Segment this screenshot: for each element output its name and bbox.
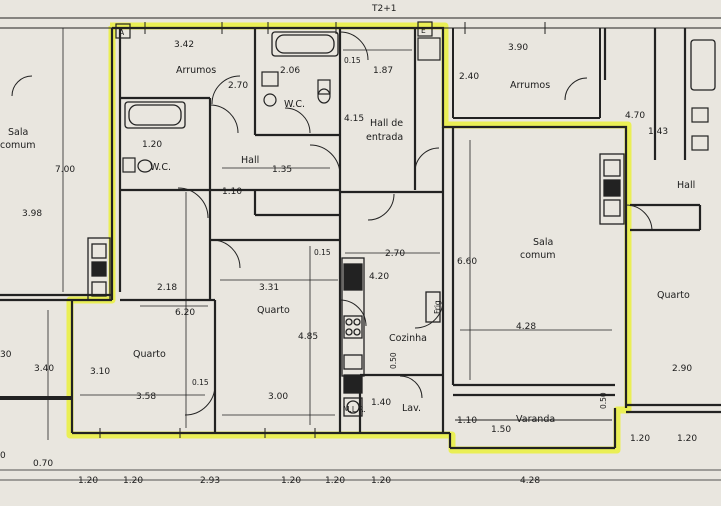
dim-358: 3.58 <box>136 392 156 402</box>
dim-340: 3.40 <box>34 364 54 374</box>
dim-660: 6.60 <box>457 257 477 267</box>
bottom-dim-120c: 1.20 <box>281 476 301 486</box>
room-hall-entrada-2: entrada <box>366 132 403 143</box>
dim-270b: 2.70 <box>385 249 405 259</box>
door-swings <box>11 31 653 416</box>
dim-290: 2.90 <box>672 364 692 374</box>
dim-700: 7.00 <box>55 165 75 175</box>
room-wc-top: W.C. <box>284 99 305 110</box>
dim-218: 2.18 <box>157 283 177 293</box>
dim-485: 4.85 <box>298 332 318 342</box>
room-hall-center: Hall <box>241 155 259 166</box>
room-sala-left-1: Sala <box>8 127 28 138</box>
toilet-top-icon <box>261 71 331 107</box>
dim-120c: 1.20 <box>677 434 697 444</box>
dim-050a: 0.50 <box>389 352 398 369</box>
bottom-dim-120b: 1.20 <box>123 476 143 486</box>
dim-206: 2.06 <box>280 66 300 76</box>
room-hall-right: Hall <box>677 180 695 191</box>
bottom-dim-120d: 1.20 <box>325 476 345 486</box>
dim-398: 3.98 <box>22 209 42 219</box>
dim-420: 4.20 <box>369 272 389 282</box>
dim-310: 3.10 <box>90 367 110 377</box>
walls <box>0 17 721 450</box>
dim-187: 1.87 <box>373 66 393 76</box>
dimension-lines <box>0 28 721 481</box>
toilet-left-icon <box>122 157 153 173</box>
room-lav: Lav. <box>402 403 421 414</box>
sinks-right-icon <box>691 107 709 151</box>
dim-415: 4.15 <box>344 114 364 124</box>
dim-150: 1.50 <box>491 425 511 435</box>
kitchen-counter <box>341 257 441 417</box>
dim-140: 1.40 <box>371 398 391 408</box>
chimney-right-icon <box>599 153 625 225</box>
plan-title: T2+1 <box>371 4 397 14</box>
room-sala-left-2: comum <box>0 140 36 151</box>
dim-070: 0.70 <box>33 459 53 469</box>
room-hall-entrada-1: Hall de <box>370 118 403 129</box>
dim-428a: 4.28 <box>516 322 536 332</box>
dim-120b: 1.20 <box>630 434 650 444</box>
chimney-left-icon <box>87 237 111 301</box>
dim-143: 1.43 <box>648 127 668 137</box>
dim-342: 3.42 <box>174 40 194 50</box>
dim-110a: 1.10 <box>222 187 242 197</box>
dim-050b: 0.50 <box>599 392 608 409</box>
label-mlr: M.L.R. <box>343 405 366 414</box>
marker-a: A <box>119 28 125 37</box>
dim-135: 1.35 <box>272 165 292 175</box>
bathtub-top <box>271 31 339 57</box>
room-quarto-left: Quarto <box>133 349 166 360</box>
dim-030: 30 <box>0 350 12 360</box>
section-markers <box>115 21 441 61</box>
room-wc-left: W.C. <box>150 162 171 173</box>
bathtub-right <box>690 39 716 91</box>
dim-390: 3.90 <box>508 43 528 53</box>
dim-015a: 0.15 <box>344 56 361 65</box>
dim-015c: 0.15 <box>192 378 209 387</box>
dim-470: 4.70 <box>625 111 645 121</box>
dim-620: 6.20 <box>175 308 195 318</box>
marker-e: E <box>421 26 426 35</box>
room-arrumos-right: Arrumos <box>510 80 550 91</box>
right-upper-room <box>452 28 601 119</box>
room-arrumos-left: Arrumos <box>176 65 216 76</box>
bottom-dim-428: 4.28 <box>520 476 540 486</box>
dim-015b: 0.15 <box>314 248 331 257</box>
dim-120a: 1.20 <box>142 140 162 150</box>
dim-270a: 2.70 <box>228 81 248 91</box>
labels: T2+1 A E Sala comum Arrumos Arrumos W.C.… <box>0 4 697 486</box>
room-quarto-right: Quarto <box>657 290 690 301</box>
room-quarto-center: Quarto <box>257 305 290 316</box>
room-sala-comum-1: Sala <box>533 237 553 248</box>
bathtub-left <box>124 101 186 129</box>
room-sala-comum-2: comum <box>520 250 556 261</box>
dim-331: 3.31 <box>259 283 279 293</box>
dim-0: 0 <box>0 451 6 461</box>
dim-300: 3.00 <box>268 392 288 402</box>
room-varanda: Varanda <box>516 414 555 425</box>
bottom-dim-120a: 1.20 <box>78 476 98 486</box>
dim-240: 2.40 <box>459 72 479 82</box>
bottom-dim-120e: 1.20 <box>371 476 391 486</box>
room-cozinha: Cozinha <box>389 333 427 344</box>
window-marks <box>99 22 612 438</box>
label-frig: Frig <box>433 300 442 314</box>
bottom-dim-293: 2.93 <box>200 476 220 486</box>
dim-110b: 1.10 <box>457 416 477 426</box>
